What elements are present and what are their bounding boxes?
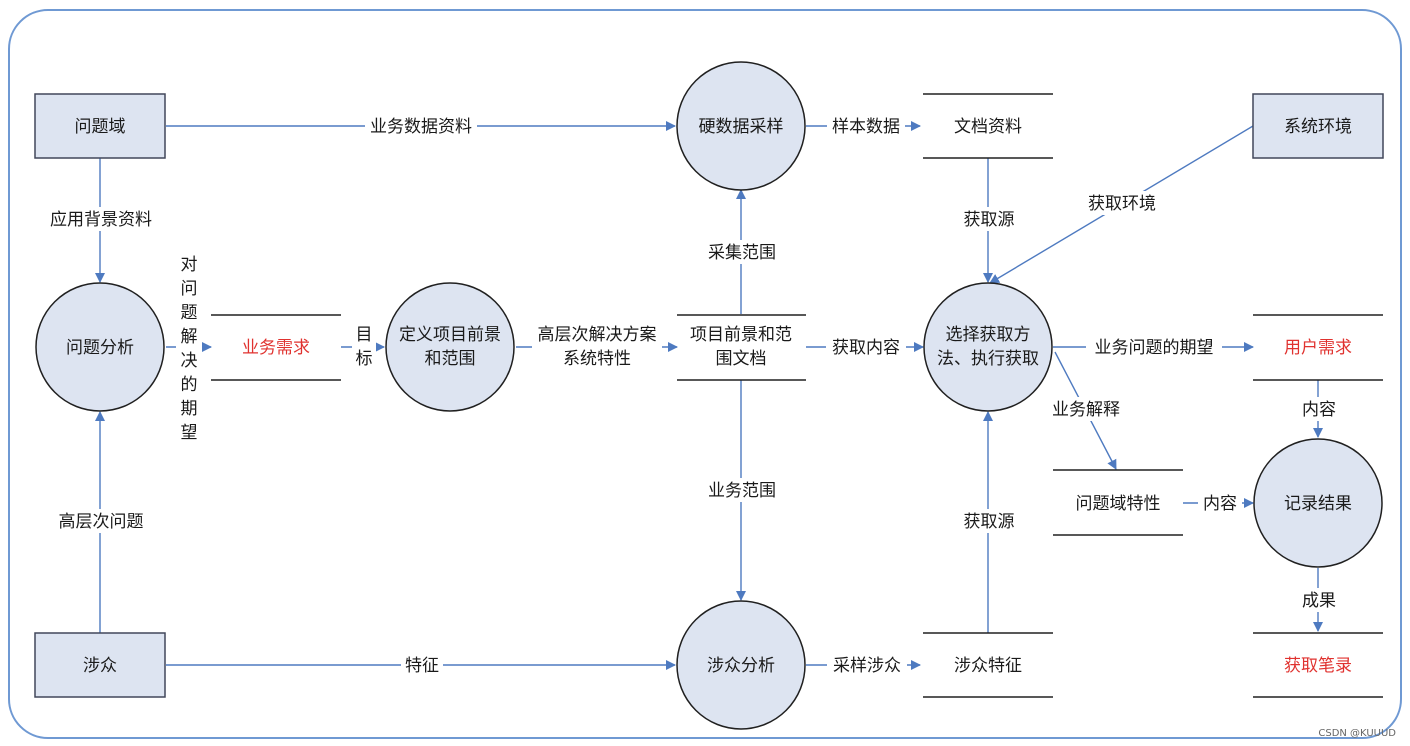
flow-label-content-domain: 内容 xyxy=(1198,491,1242,515)
store-user-needs[interactable]: 用户需求 xyxy=(1253,314,1383,381)
process-record-results-label: 记录结果 xyxy=(1284,494,1352,514)
process-hard-data-sampling[interactable]: 硬数据采样 xyxy=(676,61,806,191)
entity-stakeholders-label: 涉众 xyxy=(83,656,117,676)
store-domain-traits[interactable]: 问题域特性 xyxy=(1053,469,1183,536)
svg-text:目: 目 xyxy=(356,325,373,345)
svg-text:标: 标 xyxy=(356,349,373,369)
svg-text:采样涉众: 采样涉众 xyxy=(833,656,901,676)
flow-label-business-expectation: 业务问题的期望 xyxy=(1086,335,1222,359)
store-vision-scope-doc-label-1: 项目前景和范 xyxy=(690,325,792,345)
process-select-method-label-2: 法、执行获取 xyxy=(937,349,1039,369)
flow-label-goal-vertical: 目 标 xyxy=(352,322,376,372)
store-documents-label: 文档资料 xyxy=(954,117,1022,137)
flow-label-source-docs: 获取源 xyxy=(958,207,1020,231)
svg-text:业务解释: 业务解释 xyxy=(1052,400,1120,420)
svg-text:业务范围: 业务范围 xyxy=(708,481,776,501)
store-stakeholder-traits[interactable]: 涉众特征 xyxy=(923,632,1053,698)
flow-label-high-level-problem: 高层次问题 xyxy=(52,509,150,533)
store-stakeholder-traits-label: 涉众特征 xyxy=(954,656,1022,676)
svg-text:获取源: 获取源 xyxy=(964,512,1015,532)
flow-label-high-level-solution: 高层次解决方案 系统特性 xyxy=(532,322,662,370)
process-define-scope-label-2: 和范围 xyxy=(425,349,476,369)
svg-text:应用背景资料: 应用背景资料 xyxy=(50,210,152,230)
flow-label-sampled-stakeholders: 采样涉众 xyxy=(827,653,907,677)
flow-label-get-content: 获取内容 xyxy=(826,335,906,359)
store-notes[interactable]: 获取笔录 xyxy=(1253,632,1383,698)
process-select-method-label-1: 选择获取方 xyxy=(946,325,1031,345)
store-vision-scope-doc[interactable]: 项目前景和范 围文档 xyxy=(677,314,806,381)
flow-label-results: 成果 xyxy=(1298,588,1340,612)
svg-text:业务数据资料: 业务数据资料 xyxy=(370,117,472,137)
flow-label-content-user: 内容 xyxy=(1298,397,1340,421)
svg-text:业务问题的期望: 业务问题的期望 xyxy=(1095,338,1214,358)
svg-text:获取内容: 获取内容 xyxy=(832,338,900,358)
svg-text:获取源: 获取源 xyxy=(964,210,1015,230)
svg-text:期: 期 xyxy=(181,399,198,419)
flow-label-collect-scope: 采集范围 xyxy=(702,240,782,264)
flow-label-expectation-vertical: 对 问 题 解 决 的 期 望 xyxy=(176,250,202,444)
watermark: CSDN @KUUUD xyxy=(1318,728,1396,739)
store-vision-scope-doc-label-2: 围文档 xyxy=(716,349,767,369)
svg-text:题: 题 xyxy=(181,303,198,323)
svg-text:解: 解 xyxy=(181,327,198,347)
process-select-method[interactable]: 选择获取方 法、执行获取 xyxy=(923,282,1053,412)
process-record-results[interactable]: 记录结果 xyxy=(1253,438,1383,568)
flow-label-source-stakeholders: 获取源 xyxy=(958,509,1020,533)
svg-text:的: 的 xyxy=(181,375,198,395)
svg-text:高层次问题: 高层次问题 xyxy=(59,512,144,532)
flow-label-background: 应用背景资料 xyxy=(44,207,158,231)
entity-stakeholders[interactable]: 涉众 xyxy=(34,632,166,698)
flow-label-sample-data: 样本数据 xyxy=(827,114,905,138)
flow-label-business-scope: 业务范围 xyxy=(702,478,782,502)
process-define-scope[interactable]: 定义项目前景 和范围 xyxy=(385,282,515,412)
svg-text:获取环境: 获取环境 xyxy=(1088,194,1156,214)
store-notes-label: 获取笔录 xyxy=(1284,656,1352,676)
svg-text:采集范围: 采集范围 xyxy=(708,243,776,263)
svg-text:问: 问 xyxy=(181,279,198,299)
store-user-needs-label: 用户需求 xyxy=(1284,338,1352,358)
process-problem-analysis-label: 问题分析 xyxy=(66,338,134,358)
store-documents[interactable]: 文档资料 xyxy=(923,93,1053,159)
flow-label-get-env: 获取环境 xyxy=(1082,191,1162,215)
svg-text:望: 望 xyxy=(181,423,198,443)
svg-text:系统特性: 系统特性 xyxy=(563,349,631,369)
diagram-frame xyxy=(8,9,1402,739)
svg-text:内容: 内容 xyxy=(1302,400,1336,420)
entity-system-environment-label: 系统环境 xyxy=(1284,117,1352,137)
process-stakeholder-analysis[interactable]: 涉众分析 xyxy=(676,600,806,730)
flow-label-business-data: 业务数据资料 xyxy=(365,114,477,138)
svg-text:对: 对 xyxy=(181,255,198,275)
flow-label-business-explain: 业务解释 xyxy=(1046,397,1126,421)
svg-text:内容: 内容 xyxy=(1203,494,1237,514)
svg-text:高层次解决方案: 高层次解决方案 xyxy=(538,325,657,345)
entity-problem-domain[interactable]: 问题域 xyxy=(34,93,166,159)
process-stakeholder-analysis-label: 涉众分析 xyxy=(707,656,775,676)
entity-problem-domain-label: 问题域 xyxy=(75,117,126,137)
process-hard-data-sampling-label: 硬数据采样 xyxy=(699,117,784,137)
store-business-needs[interactable]: 业务需求 xyxy=(211,314,341,381)
store-business-needs-label: 业务需求 xyxy=(242,338,310,358)
store-domain-traits-label: 问题域特性 xyxy=(1076,494,1161,514)
svg-text:特征: 特征 xyxy=(405,656,439,676)
process-problem-analysis[interactable]: 问题分析 xyxy=(35,282,165,412)
process-define-scope-label-1: 定义项目前景 xyxy=(399,325,501,345)
entity-system-environment[interactable]: 系统环境 xyxy=(1252,93,1384,159)
flow-label-features: 特征 xyxy=(401,653,443,677)
svg-text:决: 决 xyxy=(181,351,198,371)
svg-text:成果: 成果 xyxy=(1302,591,1336,611)
svg-text:样本数据: 样本数据 xyxy=(832,117,900,137)
